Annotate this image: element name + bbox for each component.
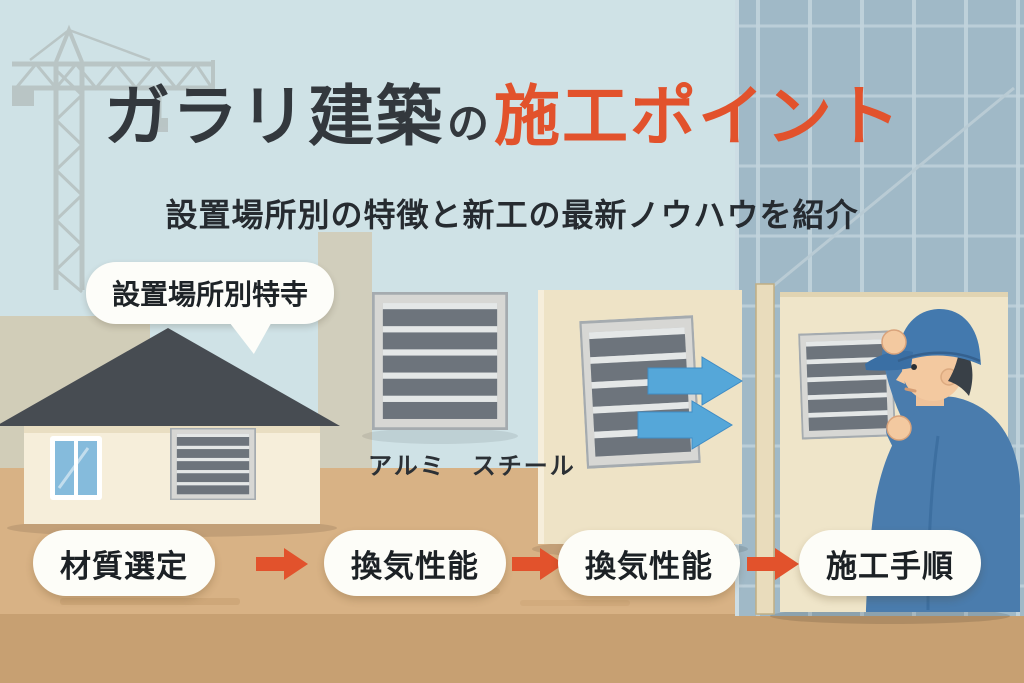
flow-step-procedure: 施工手順 <box>799 530 981 596</box>
house-roof <box>0 328 340 426</box>
page-title: ガラリ建築 の 施工ポイント <box>104 84 902 150</box>
worker-cap-brim <box>865 350 913 371</box>
callout-label: 設置場所別特寺 <box>112 278 309 311</box>
crane-cable <box>765 86 1015 294</box>
subtitle: 設置場所別の特徴と新工の最新ノウハウを紹介 <box>165 196 859 234</box>
distant-building-mid <box>318 232 372 470</box>
flow-arrow-icon <box>256 548 308 580</box>
crane-icon <box>12 24 215 294</box>
worker-hand-top <box>881 329 907 355</box>
airflow-arrows-icon <box>637 356 743 450</box>
callout-bubble: 設置場所別特寺 <box>86 262 335 324</box>
house-illustration <box>0 328 340 524</box>
title-particle-text: の <box>447 99 492 148</box>
material-label: アルミ スチール <box>368 452 576 480</box>
installed-louver-icon <box>798 330 896 440</box>
flow-step-ventilation-2: 換気性能 <box>558 530 740 596</box>
flow-step-label: 材質選定 <box>60 548 188 585</box>
process-flow: 材質選定 換気性能 換気性能 施工手順 <box>0 530 1024 600</box>
ventilation-panel <box>538 290 743 544</box>
flow-arrow-icon <box>747 548 799 580</box>
title-dark-text: ガラリ建築 <box>104 78 444 155</box>
title-orange-text: 施工ポイント <box>494 78 903 155</box>
louver-sample-icon <box>372 292 508 430</box>
house-window <box>50 436 102 500</box>
flow-step-ventilation-1: 換気性能 <box>324 530 506 596</box>
flow-step-label: 換気性能 <box>351 548 479 585</box>
flow-arrow-icon <box>512 548 564 580</box>
flow-step-label: 換気性能 <box>585 548 713 585</box>
house-louver-icon <box>170 428 256 500</box>
worker-cap <box>897 308 981 365</box>
flow-step-material: 材質選定 <box>33 530 215 596</box>
worker-hand-bottom <box>886 415 912 441</box>
flow-step-label: 施工手順 <box>826 548 954 585</box>
support-pole <box>755 283 775 615</box>
